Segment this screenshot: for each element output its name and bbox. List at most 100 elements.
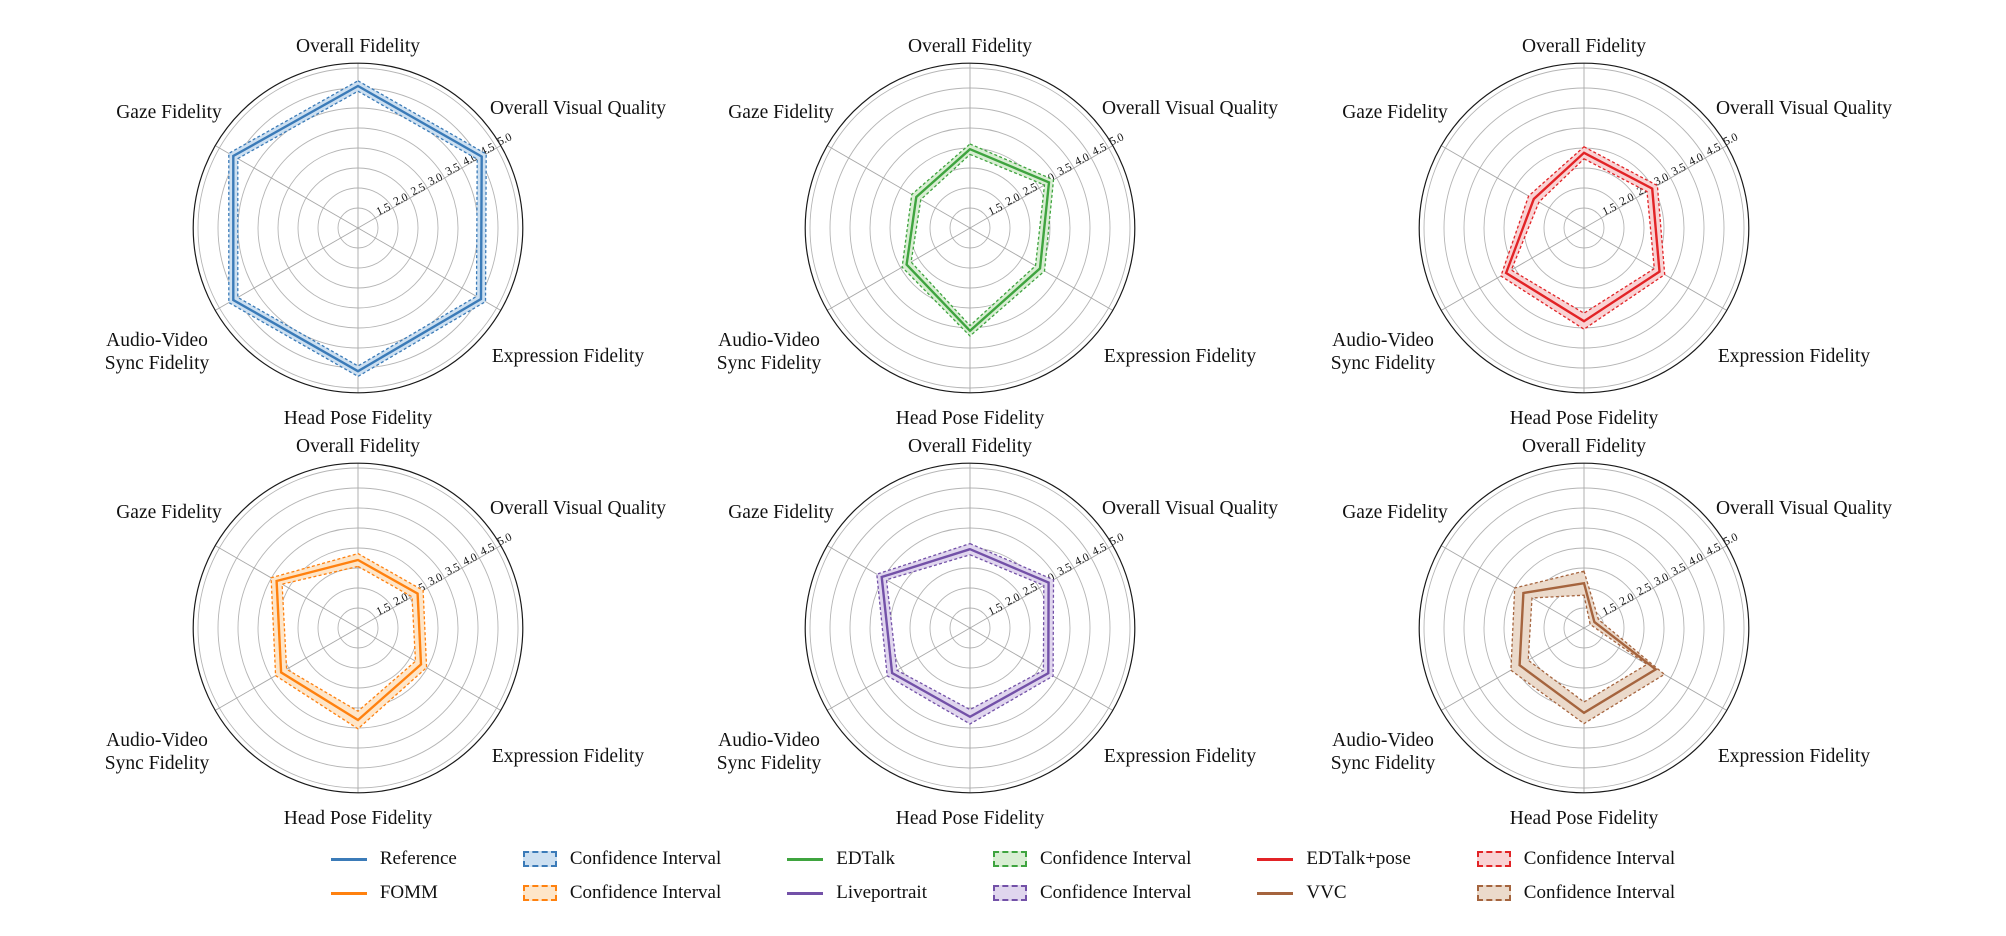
legend-label: FOMM bbox=[379, 882, 438, 903]
axis-spoke bbox=[969, 145, 1113, 229]
ci-band-outer-edge bbox=[876, 542, 1055, 725]
outer-circle bbox=[192, 462, 524, 794]
legend-label: Confidence Interval bbox=[1039, 882, 1192, 903]
axis-label: Overall Fidelity bbox=[1522, 436, 1646, 457]
legend-band-swatch bbox=[522, 851, 557, 867]
legend-item-fomm: FOMM bbox=[330, 876, 457, 910]
legend-line-swatch bbox=[787, 891, 824, 895]
axis-label: Gaze Fidelity bbox=[728, 502, 834, 523]
radial-tick-label: 2.0 bbox=[392, 191, 410, 208]
axis-label: Head Pose Fidelity bbox=[896, 808, 1045, 829]
series-polygon bbox=[1518, 581, 1658, 715]
axis-label: Audio-Video bbox=[1332, 330, 1434, 351]
axis-label: Overall Fidelity bbox=[1522, 36, 1646, 57]
legend-item-confidence-interval: Confidence Interval bbox=[522, 842, 721, 876]
axis-label: Head Pose Fidelity bbox=[1510, 408, 1659, 429]
legend-band-swatch bbox=[1476, 885, 1511, 901]
axis-spoke bbox=[357, 145, 501, 229]
axis-label: Expression Fidelity bbox=[1718, 346, 1870, 367]
axis-spoke bbox=[357, 627, 501, 711]
ci-band-outer-edge bbox=[1510, 570, 1666, 725]
legend-item-liveportrait: Liveportrait bbox=[787, 876, 927, 910]
legend-item-confidence-interval: Confidence Interval bbox=[992, 876, 1192, 910]
radial-tick-label: 4.0 bbox=[1073, 151, 1091, 168]
axis-label: Audio-Video bbox=[106, 730, 208, 751]
legend-item-confidence-interval: Confidence Interval bbox=[992, 842, 1191, 876]
axis-label: Expression Fidelity bbox=[1104, 746, 1256, 767]
radial-tick-label: 5.0 bbox=[1108, 531, 1126, 548]
legend-item-vvc: VVC bbox=[1257, 876, 1410, 910]
axis-label: Expression Fidelity bbox=[492, 346, 644, 367]
ci-band-outer-edge bbox=[270, 552, 428, 730]
outer-circle bbox=[1418, 62, 1750, 394]
radial-tick-label: 2.5 bbox=[409, 181, 427, 198]
axis-label: Overall Visual Quality bbox=[1102, 498, 1278, 519]
outer-circle bbox=[192, 62, 524, 394]
radial-tick-label: 4.0 bbox=[1687, 151, 1705, 168]
legend-label: VVC bbox=[1306, 882, 1347, 903]
axis-spoke bbox=[1441, 145, 1585, 229]
ci-band bbox=[1500, 146, 1665, 330]
legend-band-swatch bbox=[992, 851, 1027, 867]
axis-spoke bbox=[827, 627, 971, 711]
legend-line-swatch bbox=[1257, 857, 1294, 861]
radial-tick-label: 2.0 bbox=[1004, 591, 1022, 608]
radial-tick-label: 5.0 bbox=[1108, 131, 1126, 148]
outer-circle bbox=[1418, 462, 1750, 794]
axis-label: Overall Fidelity bbox=[296, 36, 420, 57]
radial-tick-label: 3.5 bbox=[444, 561, 462, 578]
ci-band-inner-edge bbox=[1510, 158, 1655, 314]
axis-spoke bbox=[357, 545, 501, 629]
radial-tick-label: 2.0 bbox=[1618, 591, 1636, 608]
radial-tick-label: 5.0 bbox=[1722, 531, 1740, 548]
axis-spoke bbox=[215, 545, 359, 629]
outer-circle bbox=[804, 62, 1136, 394]
axis-spoke bbox=[1583, 545, 1727, 629]
ci-band-inner-edge bbox=[910, 153, 1046, 327]
radial-tick-label: 2.5 bbox=[1635, 581, 1653, 598]
axis-label: Sync Fidelity bbox=[1331, 353, 1436, 374]
axis-label: Expression Fidelity bbox=[492, 746, 644, 767]
series-polygon bbox=[905, 147, 1051, 333]
radial-tick-label: 1.5 bbox=[1601, 201, 1619, 218]
radial-tick-label: 1.5 bbox=[1601, 601, 1619, 618]
axis-label: Gaze Fidelity bbox=[116, 102, 222, 123]
radial-tick-label: 4.5 bbox=[1704, 141, 1722, 158]
axis-spoke bbox=[827, 145, 971, 229]
radial-tick-label: 1.5 bbox=[375, 601, 393, 618]
legend-band-swatch bbox=[522, 885, 557, 901]
legend-item-confidence-interval: Confidence Interval bbox=[1476, 876, 1676, 910]
radial-tick-label: 1.5 bbox=[987, 601, 1005, 618]
axis-spoke bbox=[969, 627, 1113, 711]
legend-label: Liveportrait bbox=[836, 882, 927, 903]
ci-band bbox=[1510, 571, 1665, 724]
legend-label: Confidence Interval bbox=[569, 882, 722, 903]
legend-line-swatch bbox=[1257, 891, 1294, 895]
radial-tick-label: 4.5 bbox=[1090, 541, 1108, 558]
radial-tick-label: 2.5 bbox=[1021, 181, 1039, 198]
radial-tick-label: 2.0 bbox=[1004, 191, 1022, 208]
legend-line-swatch bbox=[787, 857, 824, 861]
legend-line-swatch bbox=[330, 891, 367, 895]
radial-tick-label: 3.5 bbox=[1670, 161, 1688, 178]
outer-circle bbox=[804, 462, 1136, 794]
axis-spoke bbox=[827, 545, 971, 629]
ci-band-inner-edge bbox=[281, 565, 417, 712]
radial-tick-label: 3.5 bbox=[1056, 161, 1074, 178]
radial-tick-label: 2.0 bbox=[392, 591, 410, 608]
series-polygon bbox=[880, 547, 1050, 719]
radial-tick-label: 2.0 bbox=[1618, 191, 1636, 208]
series-polygon bbox=[1504, 151, 1661, 323]
ci-band-inner-edge bbox=[1527, 594, 1649, 703]
axis-label: Overall Fidelity bbox=[296, 436, 420, 457]
legend-label: Confidence Interval bbox=[1523, 882, 1676, 903]
radial-tick-label: 3.5 bbox=[444, 161, 462, 178]
radial-tick-label: 1.5 bbox=[987, 201, 1005, 218]
axis-label: Overall Visual Quality bbox=[490, 98, 666, 119]
axis-label: Head Pose Fidelity bbox=[284, 808, 433, 829]
axis-label: Sync Fidelity bbox=[717, 353, 822, 374]
series-polygon bbox=[232, 84, 483, 373]
axis-label: Overall Visual Quality bbox=[1716, 98, 1892, 119]
